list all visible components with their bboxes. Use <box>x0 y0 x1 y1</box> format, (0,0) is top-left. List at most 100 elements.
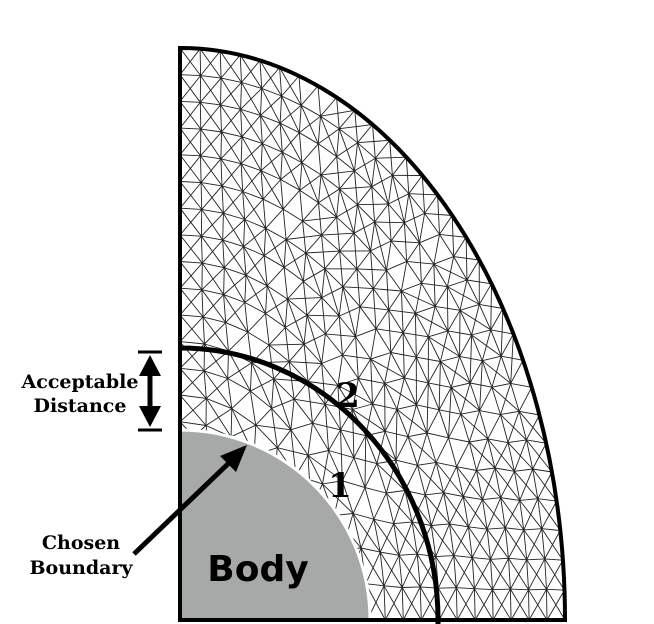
mesh-edge <box>357 186 373 205</box>
mesh-edge <box>427 382 440 410</box>
mesh-edge <box>466 279 480 305</box>
mesh-edge <box>487 414 501 440</box>
mesh-edge <box>244 275 247 303</box>
mesh-edge <box>430 525 437 557</box>
mesh-edge <box>405 157 410 194</box>
mesh-edge <box>373 492 387 520</box>
mesh-edge <box>339 232 355 252</box>
mesh-edge <box>281 95 300 133</box>
mesh-edge <box>532 468 539 499</box>
mesh-edge <box>482 499 488 530</box>
mesh-edge <box>242 191 267 229</box>
mesh-edge <box>354 170 358 205</box>
mesh-edge <box>435 437 449 463</box>
mesh-edge <box>400 261 408 292</box>
mesh-edge <box>279 123 283 153</box>
mesh-edge <box>281 152 301 191</box>
mesh-edge <box>468 441 477 471</box>
mesh-edge <box>230 424 256 438</box>
mesh-edge <box>290 399 295 430</box>
mesh-edge <box>471 528 488 558</box>
mesh-edge <box>283 239 287 268</box>
mesh-edge <box>443 466 458 493</box>
mesh-edge <box>403 377 417 405</box>
mesh-edge <box>469 438 488 443</box>
mesh-edge <box>462 496 469 527</box>
mesh-edge <box>492 558 509 590</box>
mesh-edge <box>260 114 281 124</box>
mesh-edge <box>265 313 286 328</box>
mesh-edge <box>439 361 452 388</box>
mesh-edge <box>303 280 323 298</box>
mesh-edge <box>490 557 509 560</box>
mesh-edge <box>298 105 302 133</box>
mesh-edge <box>338 315 356 337</box>
mesh-edge <box>471 329 491 336</box>
mesh-edge <box>500 356 512 384</box>
mesh-edge <box>261 88 281 124</box>
mesh-edge <box>447 310 461 332</box>
mesh-edge <box>328 429 341 451</box>
mesh-edge <box>249 362 253 392</box>
mesh-edge <box>472 557 491 560</box>
mesh-edge <box>388 309 404 334</box>
mesh-edge <box>265 228 285 268</box>
mesh-edge <box>468 410 481 443</box>
mesh-edge <box>306 314 340 317</box>
mesh-edge <box>338 110 356 129</box>
mesh-edge <box>398 555 403 588</box>
mesh-edge <box>537 498 543 529</box>
mesh-edge <box>435 555 454 558</box>
mesh-edge <box>384 431 397 461</box>
mesh-edge <box>219 50 242 83</box>
mesh-edge <box>201 262 224 295</box>
mesh-edge <box>299 162 303 191</box>
mesh-edge <box>202 316 229 352</box>
mesh-edge <box>318 202 337 218</box>
mesh-edge <box>465 237 468 281</box>
mesh-edge <box>453 555 473 559</box>
mesh-edge <box>435 462 464 497</box>
mesh-edge <box>438 587 457 589</box>
mesh-edge <box>453 256 468 281</box>
mesh-edge <box>282 209 287 240</box>
mesh-edge <box>299 189 319 204</box>
mesh-edge <box>411 494 426 523</box>
mesh-edge <box>281 95 302 106</box>
mesh-edge <box>471 557 475 589</box>
mesh-edge <box>389 140 393 176</box>
mesh-edge <box>430 492 445 526</box>
mesh-edge <box>443 492 469 528</box>
mesh-edge <box>180 127 201 130</box>
mesh-edge <box>328 450 343 481</box>
mesh-edge <box>526 414 540 441</box>
mesh-edge <box>180 368 207 399</box>
mesh-edge <box>384 587 403 620</box>
mesh-edge <box>342 286 361 308</box>
mesh-edge <box>336 217 341 252</box>
mesh-edge <box>265 227 287 240</box>
mesh-edge <box>434 286 448 307</box>
mesh-edge <box>352 487 366 514</box>
mesh-edge <box>305 234 322 254</box>
mesh-edge <box>200 75 221 106</box>
mesh-edge <box>404 222 420 244</box>
mesh-edge <box>447 286 461 311</box>
mesh-edge <box>320 174 340 190</box>
mesh-edge <box>220 158 223 186</box>
mesh-edge <box>203 370 228 379</box>
mesh-edge <box>510 588 529 591</box>
mesh-edge <box>260 170 264 200</box>
mesh-edge <box>384 377 405 384</box>
mesh-edge <box>302 281 308 316</box>
mesh-edge <box>459 356 471 384</box>
mesh-edge <box>467 526 473 558</box>
mesh-edge <box>300 85 319 106</box>
mesh-edge <box>293 398 313 424</box>
mesh-edge <box>449 523 469 528</box>
chosen-boundary-label-line1: Chosen <box>42 532 120 554</box>
mesh-edge <box>290 429 309 456</box>
mesh-edge <box>355 328 377 338</box>
mesh-edge <box>426 432 437 463</box>
mesh-edge <box>387 175 393 205</box>
